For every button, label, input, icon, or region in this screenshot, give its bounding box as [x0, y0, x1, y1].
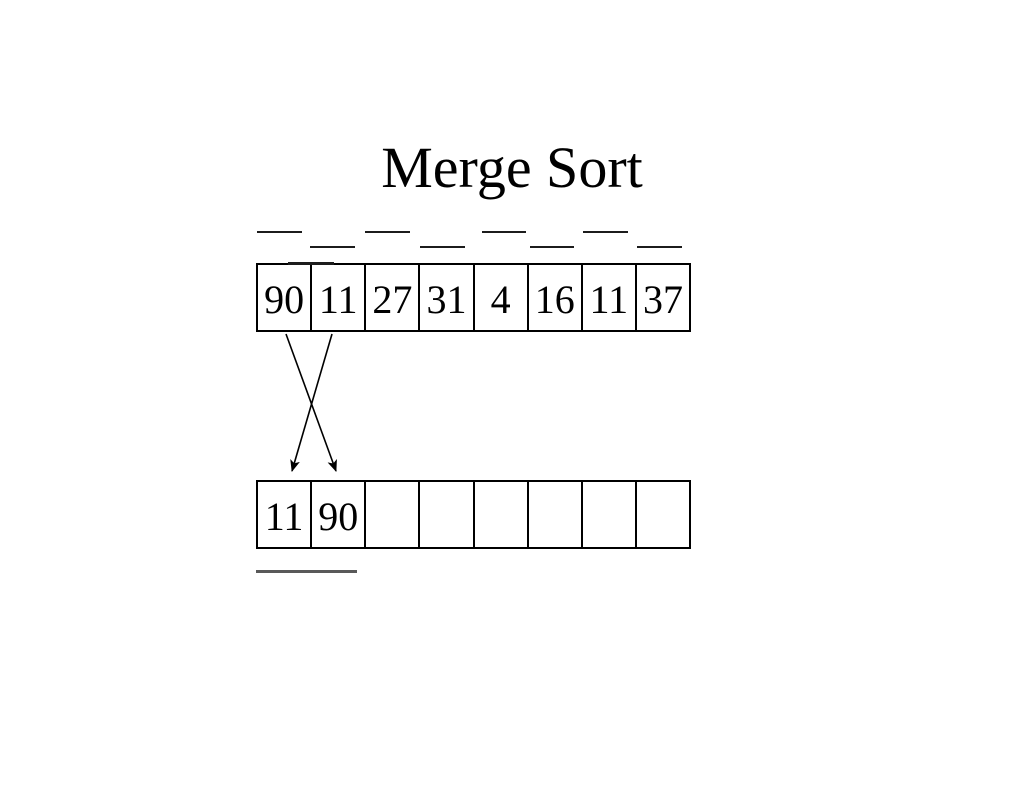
- top-array-cell: 4: [472, 265, 527, 330]
- bottom-array-cell: 11: [264, 493, 304, 539]
- bottom-array-cell: [472, 482, 527, 547]
- partition-dash: [257, 231, 302, 233]
- top-array-cell: 27: [364, 265, 418, 330]
- top-array-cell: 16: [526, 265, 581, 330]
- bottom-array-cell: 90: [310, 482, 364, 547]
- top-array: 90 11 27 31 4 16 11 37: [256, 263, 691, 332]
- top-array-cell: 11: [310, 265, 364, 330]
- merged-portion-underline: [256, 570, 357, 573]
- bottom-array-cell: [364, 482, 418, 547]
- top-array-cell: 11: [580, 265, 635, 330]
- partition-dash: [365, 231, 410, 233]
- bottom-array-cell: [580, 482, 635, 547]
- top-array-cell: 90: [264, 276, 305, 322]
- partition-dash: [583, 231, 628, 233]
- partition-dash: [420, 246, 465, 248]
- top-array-cell: 37: [634, 265, 689, 330]
- top-array-cell: 31: [418, 265, 472, 330]
- bottom-array: 11 90: [256, 480, 691, 549]
- arrow-90-to-slot-2: [285, 333, 337, 472]
- slide-title: Merge Sort: [381, 135, 643, 200]
- arrow-11-to-slot-1: [290, 333, 333, 472]
- merged-pair-dash: [288, 262, 334, 265]
- bottom-array-cell: [526, 482, 581, 547]
- bottom-array-cell: [634, 482, 689, 547]
- bottom-array-cell: [418, 482, 472, 547]
- partition-dash: [310, 246, 355, 248]
- partition-dash: [637, 246, 682, 248]
- partition-dash: [482, 231, 526, 233]
- partition-dash: [530, 246, 574, 248]
